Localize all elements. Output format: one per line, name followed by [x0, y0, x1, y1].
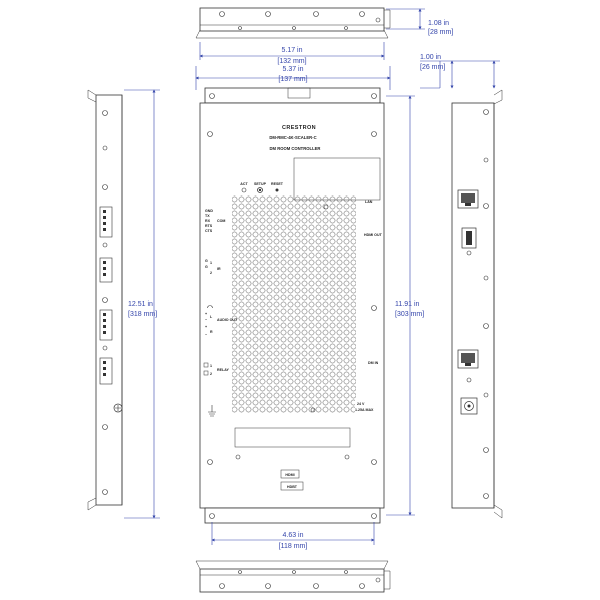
hdmi-logo: HDMI	[285, 473, 294, 477]
right-side-view	[451, 89, 503, 519]
front-view: CRESTRON DM-RMC-4K-SCALER-C DM ROOM CONT…	[199, 87, 385, 524]
length-overall-imperial: 12.51 in	[128, 301, 153, 308]
length-body-imperial: 11.91 in	[395, 301, 419, 308]
mount-spacing-imperial: 4.63 in	[282, 532, 303, 539]
led-label-setup: SETUP	[254, 182, 267, 186]
lan-label: LAN	[365, 200, 373, 204]
svg-text:GND: GND	[205, 209, 213, 213]
dm-in-label: DM IN	[368, 361, 379, 365]
mount-dimension: 4.63 in [118 mm]	[211, 522, 375, 550]
reset-button[interactable]	[275, 188, 279, 192]
svg-text:G: G	[205, 259, 208, 263]
ventilation-grille	[232, 195, 356, 413]
svg-text:TX: TX	[205, 214, 210, 218]
ir-label: IR	[217, 267, 221, 271]
width-overall-metric: [137 mm]	[278, 76, 307, 83]
svg-text:+: +	[205, 325, 207, 329]
right-dimensions: 1.00 in [26 mm]	[420, 54, 500, 89]
svg-text:−: −	[205, 318, 207, 322]
dm-in-port-icon	[457, 349, 479, 369]
led-label-reset: RESET	[271, 182, 284, 186]
svg-text:1: 1	[210, 261, 212, 265]
relay-label: RELAY	[217, 368, 229, 372]
top-view	[195, 7, 391, 39]
led-label-act: ACT	[240, 182, 248, 186]
brand-logo: CRESTRON	[282, 125, 316, 131]
height-top-metric: [28 mm]	[428, 29, 453, 36]
height-bracket-metric: [26 mm]	[420, 64, 445, 71]
svg-text:L: L	[210, 315, 213, 319]
svg-text:RTS: RTS	[205, 224, 213, 228]
ir-port-labels: G 1 G 2 IR	[203, 256, 229, 280]
length-body-metric: [303 mm]	[395, 311, 424, 318]
relay-port-labels: 1 2 RELAY	[203, 360, 231, 380]
width-overall-imperial: 5.37 in	[282, 66, 303, 73]
front-length-dimension: 11.91 in [303 mm]	[386, 95, 424, 516]
mount-spacing-metric: [118 mm]	[279, 543, 308, 550]
power-jack-icon	[460, 397, 478, 415]
hdmi-out-label: HDMI OUT	[364, 233, 383, 237]
width-body-metric: [132 mm]	[277, 58, 306, 65]
svg-text:2: 2	[210, 372, 212, 376]
svg-text:G: G	[205, 265, 208, 269]
ground-icon	[208, 405, 216, 417]
svg-text:CTS: CTS	[205, 229, 213, 233]
lan-port-icon	[457, 189, 479, 209]
audio-out-label: AUDIO OUT	[217, 318, 238, 322]
svg-text:R: R	[210, 330, 213, 334]
svg-text:−: −	[205, 333, 207, 337]
svg-text:RX: RX	[205, 219, 211, 223]
left-dimensions: 12.51 in [318 mm]	[124, 89, 160, 519]
com-port-labels: GND TX RX RTS CTS COM	[203, 207, 229, 233]
model-label: DM-RMC-4K-SCALER-C	[269, 135, 316, 140]
svg-text:2: 2	[210, 271, 212, 275]
left-side-view	[87, 89, 123, 511]
svg-text:1: 1	[210, 364, 212, 368]
bottom-view	[195, 560, 391, 593]
act-led-icon	[241, 187, 247, 193]
power-rating-current: 1.25A MAX	[355, 408, 374, 412]
svg-text:+: +	[205, 312, 207, 316]
height-bracket-imperial: 1.00 in	[420, 54, 441, 61]
hdmi-out-port-icon	[461, 227, 477, 249]
com-label: COM	[217, 219, 225, 223]
length-overall-metric: [318 mm]	[128, 311, 157, 318]
top-dimensions: 1.08 in [28 mm] 5.17 in [132 mm] 5.37 in…	[195, 8, 453, 90]
width-body-imperial: 5.17 in	[281, 47, 302, 54]
audio-port-labels: + L − + R − AUDIO OUT	[203, 308, 238, 340]
product-subtitle: DM ROOM CONTROLLER	[270, 146, 321, 151]
power-rating-voltage: 24 V	[357, 402, 365, 406]
height-top-imperial: 1.08 in	[428, 20, 449, 27]
hdbaset-logo: HDBT	[287, 485, 298, 489]
